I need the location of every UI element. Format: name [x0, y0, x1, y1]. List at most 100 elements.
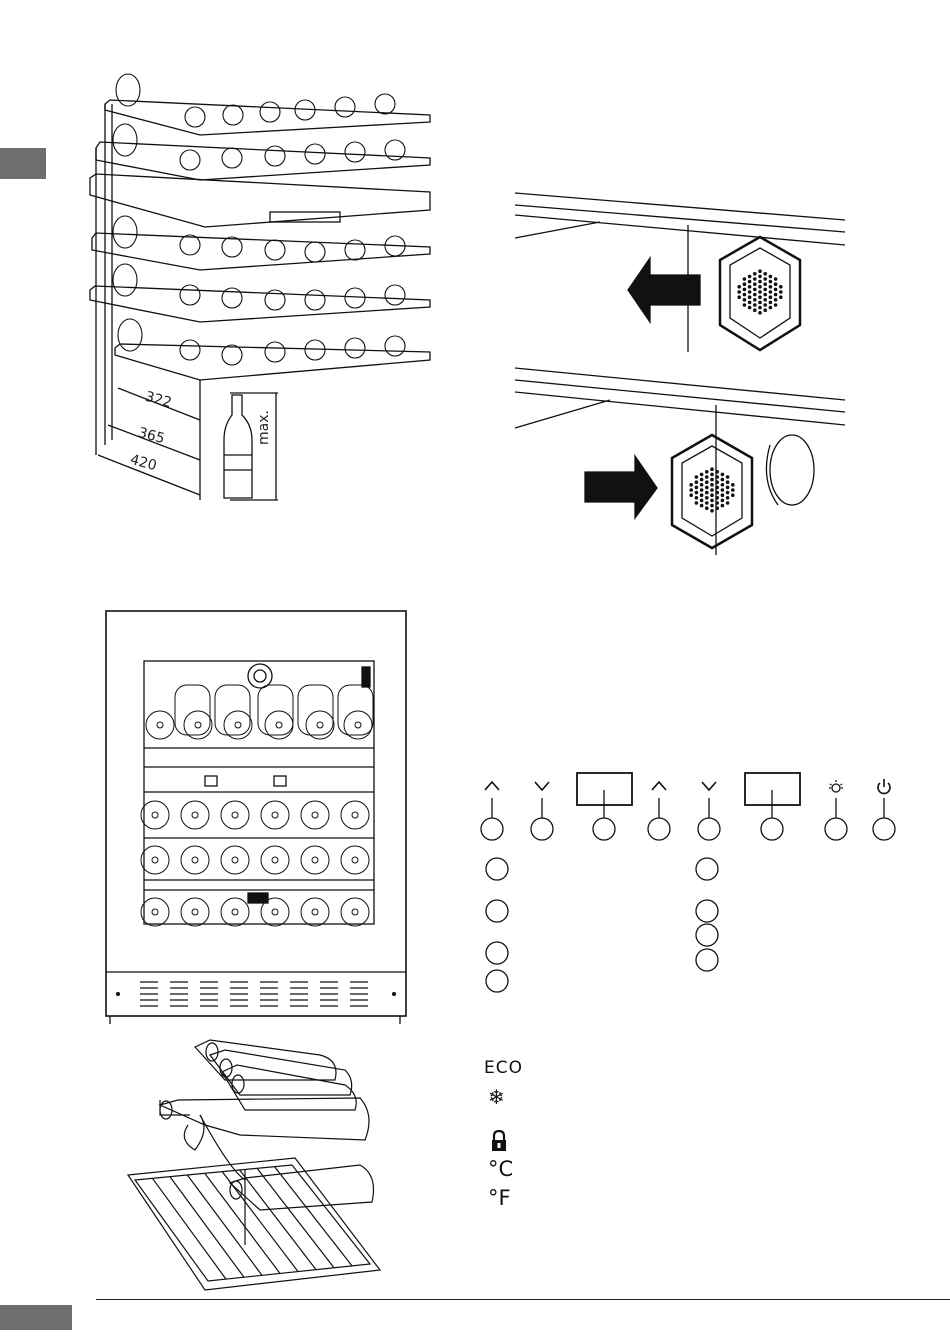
- filter-hole: [721, 473, 725, 477]
- bottle-end: [181, 801, 209, 829]
- filter-hole: [748, 285, 752, 289]
- rack-slat: [187, 1175, 262, 1275]
- callout-circle: [873, 818, 895, 840]
- dimension-label-365: 365: [136, 425, 166, 447]
- callout-circle: [761, 818, 783, 840]
- filter-hole: [705, 491, 709, 495]
- filter-hole: [705, 480, 709, 484]
- bottle-neck: [157, 722, 163, 728]
- filter-hole: [700, 483, 704, 487]
- rack-slat: [275, 1167, 352, 1266]
- page-tab-marker: [0, 1305, 72, 1330]
- bottle-neck: [192, 812, 198, 818]
- bottle-end: [261, 898, 289, 926]
- filter-hole: [700, 473, 704, 477]
- bottle-end: [221, 846, 249, 874]
- filter-hole: [705, 496, 709, 500]
- filter-hole: [726, 496, 730, 500]
- bottle-neck: [312, 812, 318, 818]
- bottle-neck: [352, 812, 358, 818]
- filter-hole: [753, 298, 757, 302]
- filter-hole: [705, 486, 709, 490]
- eco-icon: ECO: [484, 1058, 523, 1078]
- bottle-body: [338, 685, 373, 735]
- filter-hole: [715, 486, 719, 490]
- filter-hole: [737, 295, 741, 299]
- filter-hole: [710, 488, 714, 492]
- callout-circle: [531, 818, 553, 840]
- filter-hole: [695, 475, 699, 479]
- bottle-neck: [352, 857, 358, 863]
- lock-icon: [490, 1130, 508, 1152]
- filter-hole: [710, 478, 714, 482]
- celsius-icon: °C: [488, 1157, 513, 1181]
- bottle-body: [175, 685, 210, 735]
- bottle-end: [261, 846, 289, 874]
- filter-hole: [758, 301, 762, 305]
- filter-hole: [726, 480, 730, 484]
- bottle-end: [341, 898, 369, 926]
- filter-hole: [763, 293, 767, 297]
- filter-hole: [726, 491, 730, 495]
- rack-slat: [152, 1178, 226, 1279]
- filter-hole: [743, 298, 747, 302]
- filter-hole: [758, 306, 762, 310]
- dimension-label-322: 322: [143, 389, 173, 411]
- bottle-neck: [272, 812, 278, 818]
- filter-hole: [721, 478, 725, 482]
- down-arrow-icon: [532, 776, 552, 796]
- power-icon: [874, 776, 894, 796]
- filter-hole: [721, 493, 725, 497]
- bottle-end: [306, 711, 334, 739]
- bottle-neck: [317, 722, 323, 728]
- filter-hole: [774, 282, 778, 286]
- rack-slat: [257, 1168, 334, 1267]
- bottle-neck: [152, 909, 158, 915]
- bottle-neck: [272, 909, 278, 915]
- filter-hole: [753, 308, 757, 312]
- filter-hole: [779, 285, 783, 289]
- bottle-neck: [272, 857, 278, 863]
- footer-rule: [96, 1299, 950, 1300]
- filter-hole: [763, 298, 767, 302]
- filter-hole: [758, 285, 762, 289]
- callout-circle: [698, 818, 720, 840]
- filter-hole: [758, 295, 762, 299]
- bottle-end: [141, 846, 169, 874]
- filter-hole: [710, 467, 714, 471]
- legend-callout-circle: [696, 858, 718, 880]
- filter-hole: [700, 504, 704, 508]
- dimension-label-420: 420: [128, 452, 158, 474]
- filter-hole: [753, 293, 757, 297]
- filter-hole: [748, 275, 752, 279]
- filter-hole: [715, 496, 719, 500]
- bottle-end: [224, 711, 252, 739]
- filter-hole: [763, 272, 767, 276]
- bottle-end: [265, 711, 293, 739]
- fahrenheit-icon: °F: [488, 1186, 511, 1210]
- bottle-neck: [352, 909, 358, 915]
- control-panel-figure: [481, 773, 895, 992]
- legend-callout-circle: [486, 942, 508, 964]
- bottle-neck: [195, 722, 201, 728]
- bottle-end: [344, 711, 372, 739]
- bottle-end: [341, 846, 369, 874]
- filter-hole: [710, 493, 714, 497]
- filter-hole: [705, 475, 709, 479]
- filter-hole: [695, 501, 699, 505]
- filter-hole: [705, 501, 709, 505]
- filter-hole: [705, 470, 709, 474]
- filter-hole: [710, 499, 714, 503]
- filter-hole: [721, 483, 725, 487]
- filter-hole: [758, 280, 762, 284]
- filter-hole: [689, 488, 693, 492]
- filter-hole: [769, 306, 773, 310]
- filter-hole: [763, 288, 767, 292]
- down-arrow-icon: [699, 776, 719, 796]
- bottle-neck: [235, 722, 241, 728]
- bottle-end: [221, 898, 249, 926]
- filter-hole: [763, 277, 767, 281]
- rack-slat: [205, 1173, 280, 1273]
- bottle-end: [301, 898, 329, 926]
